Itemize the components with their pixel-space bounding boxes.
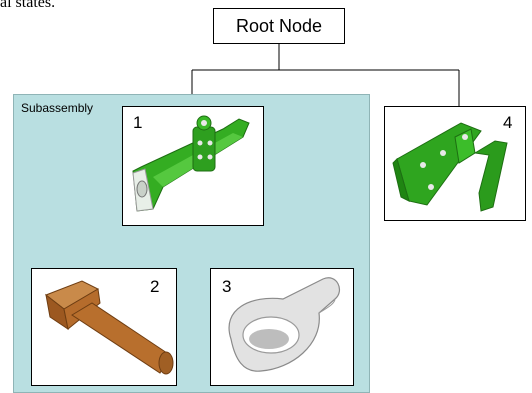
node-3: 3 [210,268,354,386]
node-1-number: 1 [133,113,143,132]
node-2: 2 [31,268,177,386]
green-hook-bracket-image [392,122,508,212]
brown-pin-image [44,280,174,375]
node-4-number: 4 [503,113,513,132]
gray-clevis-image [228,277,340,372]
subassembly-label: Subassembly [21,101,94,115]
header-text-fragment: al states. [0,0,56,11]
root-node-label: Root Node [235,15,323,36]
green-bracket-arm-image [132,115,250,212]
node-3-number: 3 [222,277,232,296]
node-2-number: 2 [150,277,160,296]
node-1: 1 [122,106,264,226]
node-4: 4 [384,106,526,221]
root-node: Root Node [213,8,345,44]
